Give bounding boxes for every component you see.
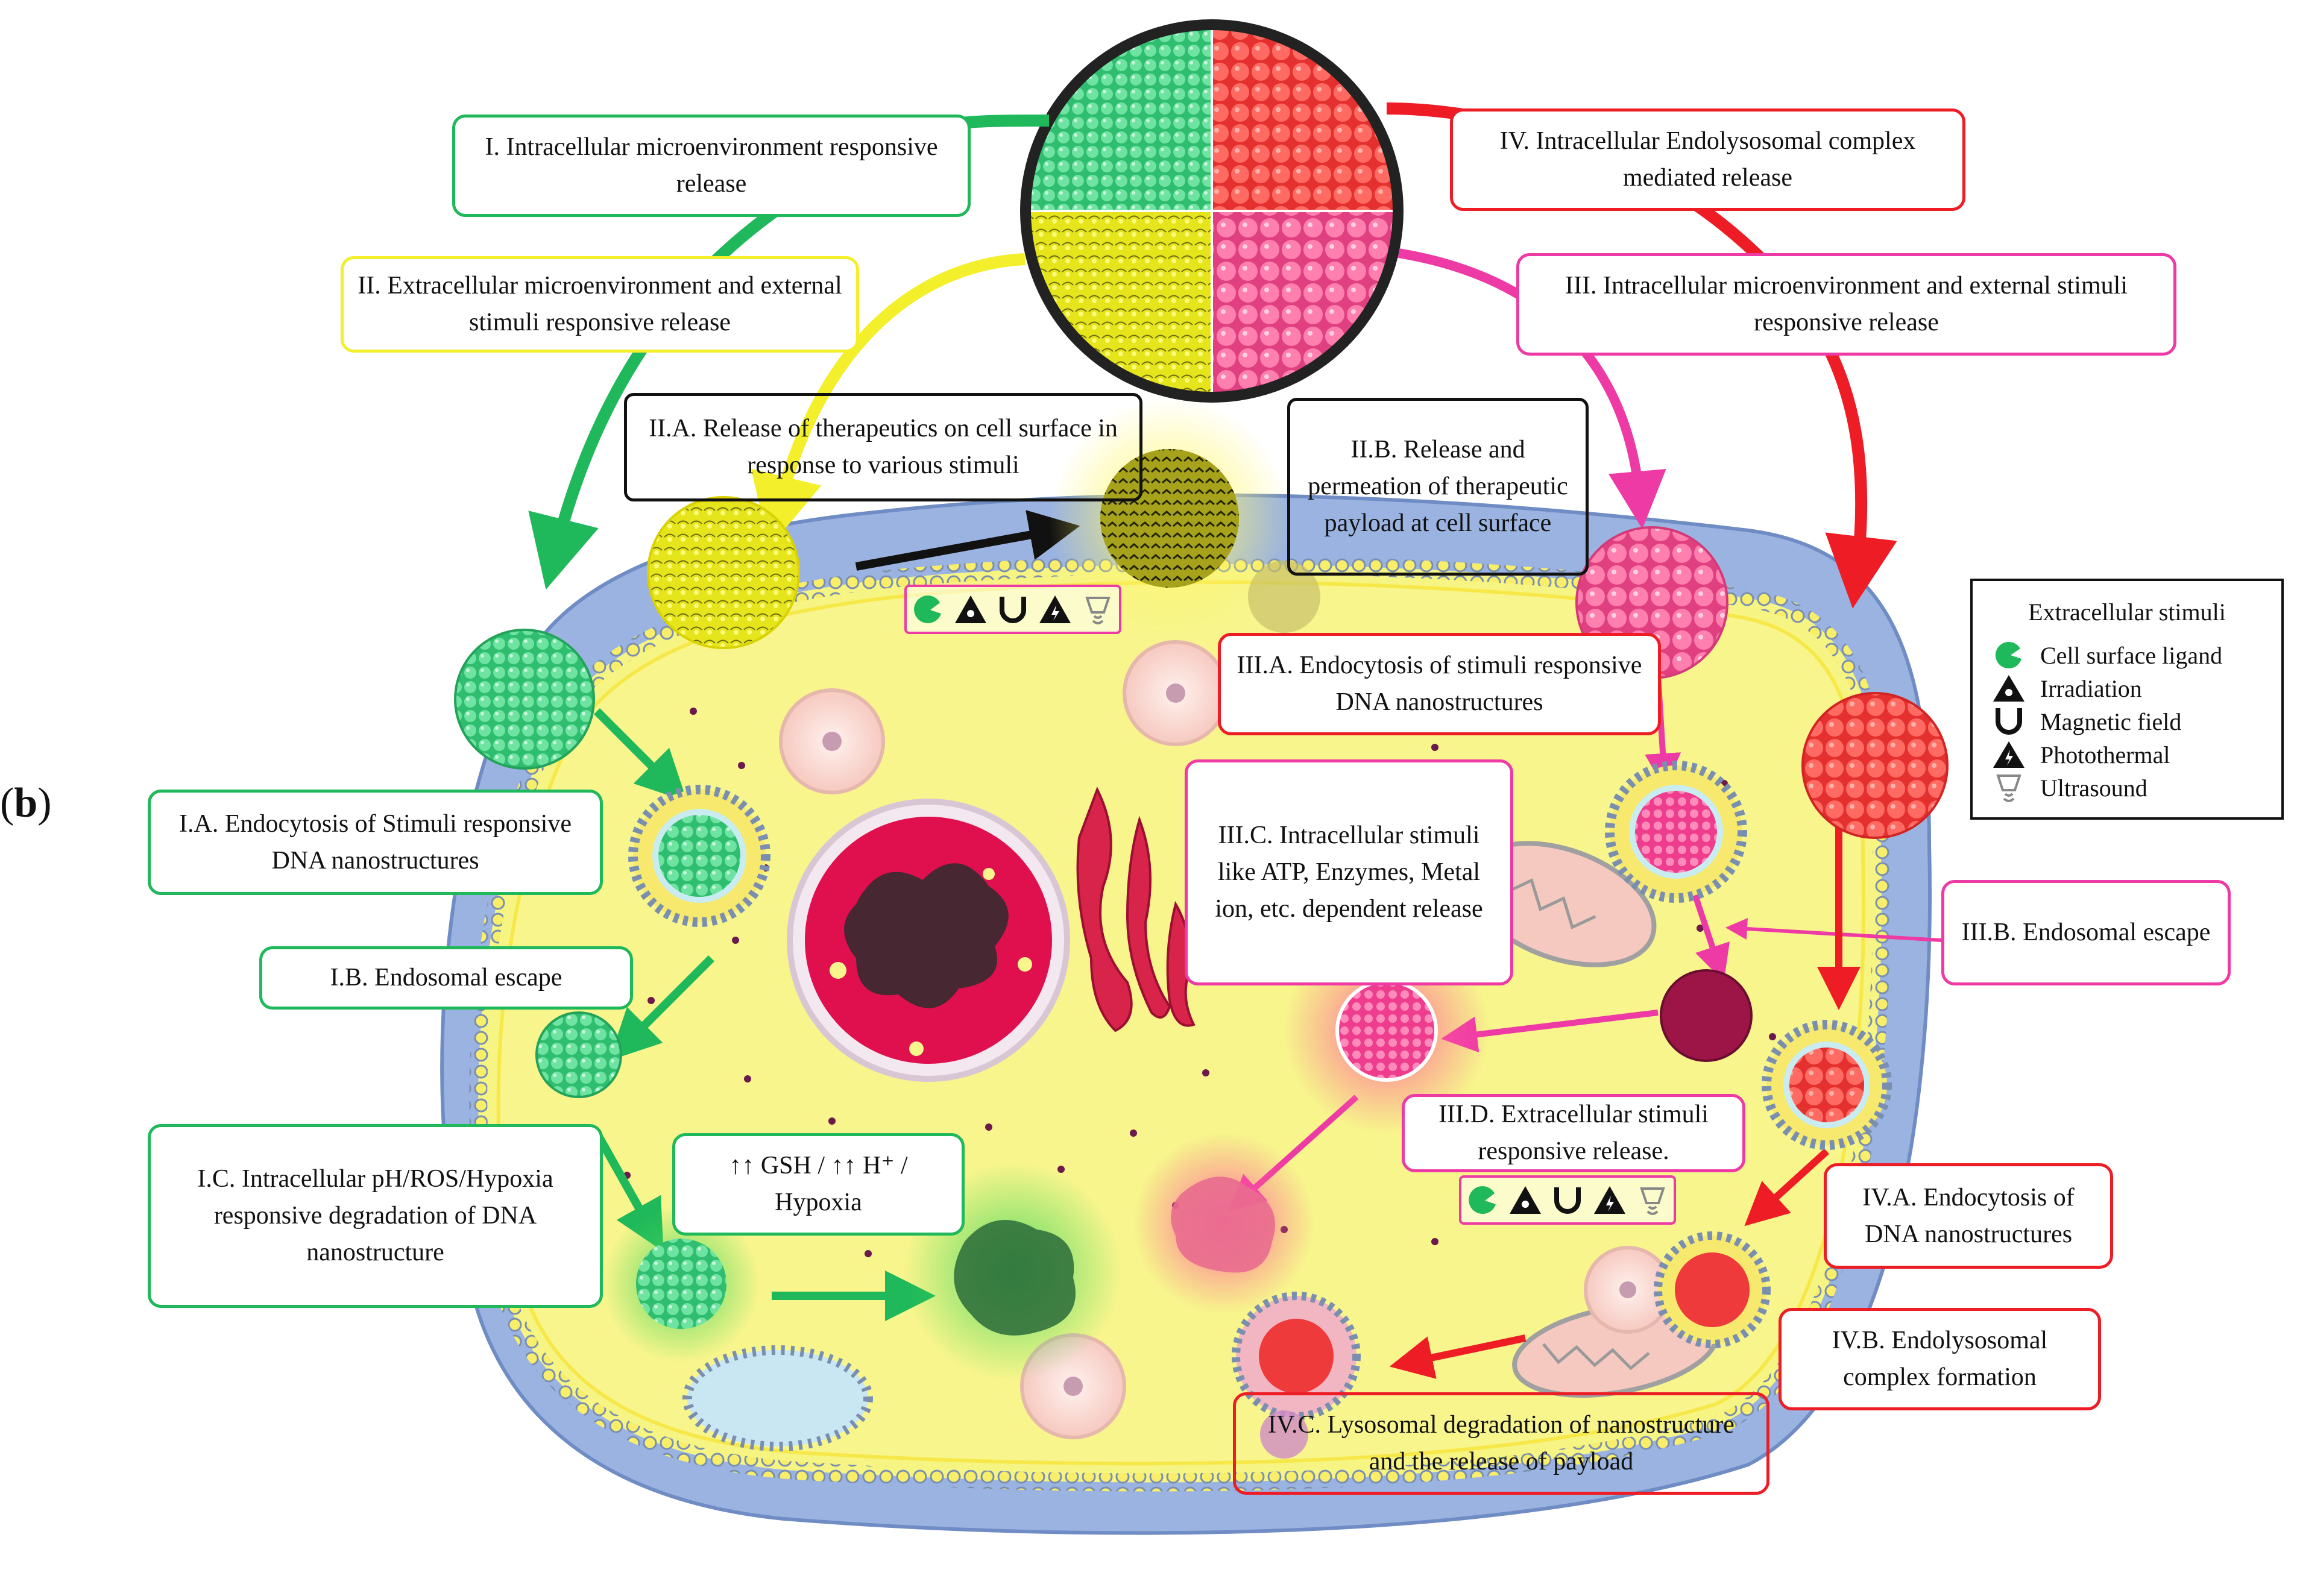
label-ivc: IV.C. Lysosomal degradation of nanostruc…: [1233, 1392, 1769, 1495]
label-iib: II.B. Release and permeation of therapeu…: [1287, 398, 1589, 576]
label-ic: I.C. Intracellular pH/ROS/Hypoxia respon…: [148, 1124, 603, 1308]
golgi-apparatus: [1076, 787, 1196, 1032]
iva-arrow: [1744, 1148, 1830, 1227]
vesicles: [682, 640, 1672, 1451]
ivb-arrow: [1389, 1334, 1527, 1379]
legend-item-magnetic: Magnetic field: [1991, 705, 2181, 738]
label-iia: II.A. Release of therapeutics on cell su…: [624, 393, 1142, 501]
legend-label: Ultrasound: [2040, 774, 2147, 802]
irradiation-icon: [1509, 1186, 1541, 1214]
magnetic-field-icon: [1554, 1187, 1581, 1214]
legend-item-irradiation: Irradiation: [1991, 671, 2142, 705]
label-ia: I.A. Endocytosis of Stimuli responsive D…: [148, 790, 603, 895]
ultrasound-icon: [1085, 597, 1111, 624]
legend-title: Extracellular stimuli: [2028, 598, 2226, 626]
condition-line-1: ↑↑ GSH / ↑↑ H⁺ /: [729, 1152, 908, 1180]
panel-label: (b): [0, 780, 52, 826]
label-iiia: III.A. Endocytosis of stimuli responsive…: [1218, 633, 1661, 735]
nucleus: [787, 799, 1070, 1082]
label-ivb: IV.B. Endolysosomal complex formation: [1779, 1308, 2101, 1410]
photothermal-icon: [1594, 1186, 1626, 1214]
label-iva: IV.A. Endocytosis of DNA nanostructures: [1824, 1163, 2113, 1269]
intracellular-stimuli-tray: [1459, 1175, 1676, 1225]
label-iiic: III.C. Intracellular stimuli like ATP, E…: [1185, 759, 1513, 985]
ultrasound-icon: [1639, 1187, 1665, 1215]
legend-label: Photothermal: [2040, 741, 2170, 768]
cell-surface-ligand-icon: [1995, 641, 2021, 668]
surface-stimuli-tray: [904, 585, 1121, 634]
label-ic-conditions: ↑↑ GSH / ↑↑ H⁺ / Hypoxia: [672, 1133, 965, 1236]
label-iiib: III.B. Endosomal escape: [1941, 880, 2231, 985]
label-ii: II. Extracellular microenvironment and e…: [341, 256, 859, 353]
label-i: I. Intracellular microenvironment respon…: [452, 115, 971, 217]
label-iv: IV. Intracellular Endolysosomal complex …: [1450, 108, 1965, 211]
legend-item-photothermal: Photothermal: [1991, 738, 2170, 771]
mitochondria: [1466, 841, 1719, 1398]
ib-arrow: [609, 955, 714, 1061]
legend-label: Magnetic field: [2040, 708, 2182, 735]
legend-label: Irradiation: [2040, 674, 2142, 702]
legend-item-ligand: Cell surface ligand: [1991, 638, 2222, 672]
legend: Extracellular stimuli Cell surface ligan…: [1970, 579, 2284, 820]
surface-transfer-arrow: [855, 510, 1080, 571]
ic-arrow: [593, 1131, 664, 1252]
cell-surface-ligand-icon: [914, 595, 942, 623]
iiib-arrow: [1691, 891, 1730, 982]
legend-item-ultrasound: Ultrasound: [1991, 771, 2147, 805]
dna-nanostructure-sphere: [1020, 19, 1404, 403]
condition-line-2: Hypoxia: [775, 1189, 862, 1216]
label-ib: I.B. Endosomal escape: [259, 946, 633, 1010]
magnetic-field-icon: [999, 597, 1026, 623]
photothermal-icon: [1993, 741, 2024, 768]
cell-surface-ligand-icon: [1469, 1186, 1496, 1214]
irradiation-icon: [954, 595, 986, 623]
photothermal-icon: [1039, 595, 1071, 623]
escape-to-release-arrow: [1441, 1010, 1659, 1053]
irradiation-icon: [1993, 675, 2024, 702]
nanoparticles: [454, 398, 1949, 1459]
ultrasound-icon: [1996, 774, 2021, 802]
legend-label: Cell surface ligand: [2040, 641, 2223, 669]
ia-arrow: [594, 708, 687, 802]
label-iii: III. Intracellular microenvironment and …: [1516, 253, 2176, 356]
label-iiid: III.D. Extracellular stimuli responsive …: [1402, 1094, 1745, 1172]
yellow-pathway-arrow: [751, 253, 1026, 548]
magnetic-field-icon: [1996, 708, 2022, 735]
